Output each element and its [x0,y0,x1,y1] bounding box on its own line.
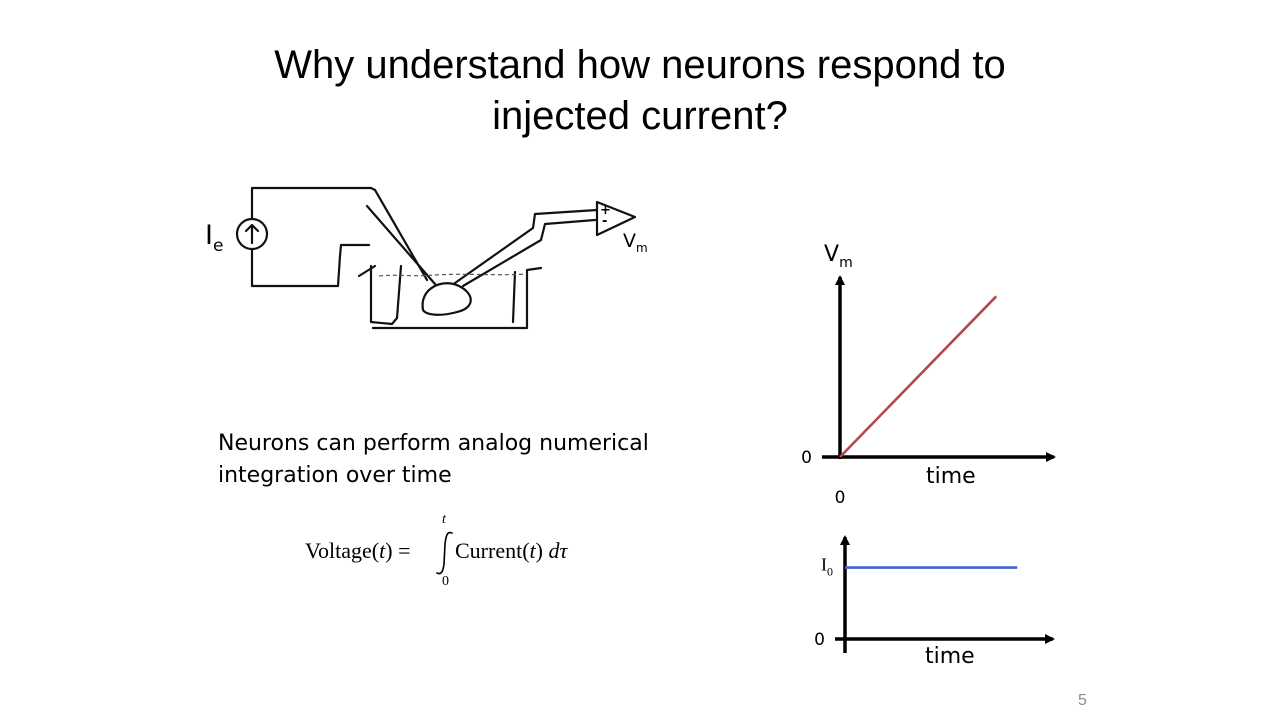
dish-bottom [371,266,543,330]
statement-line-2: integration over time [218,463,452,488]
integration-statement: Neurons can perform analog numerical int… [218,428,738,492]
page-number: 5 [1078,692,1087,709]
electrode-setup-diagram: Ie Vm + - [195,180,665,360]
current-level-label: I0 [821,555,833,579]
neuron-cell [421,282,472,316]
voltage-time-chart: Vm time 0 0 [780,225,1070,515]
integral-equation: Voltage(t) = t 0 Current(t) dτ [305,512,605,596]
injected-current-label: Ie [205,220,224,256]
x-tick-label: 0 [835,488,846,508]
current-source-circle [235,217,269,251]
dish-right-wall [511,270,517,324]
membrane-voltage-label: Vm [623,230,648,255]
statement-line-1: Neurons can perform analog numerical [218,431,649,456]
amplifier-minus-sign: - [602,214,608,229]
title-line-2: injected current? [492,94,788,138]
y-tick-label: 0 [814,630,825,650]
current-chart-svg: I0 0 time [814,535,1055,669]
equation-rhs: Current(t) dτ [455,538,568,563]
bath-surface [378,273,528,277]
voltage-ramp-line [839,295,998,458]
dish-left-lip [357,264,377,278]
source-wire-top [250,186,377,220]
y-axis-label: Vm [824,242,853,271]
integral-upper-limit: t [442,512,446,527]
current-time-chart: I0 0 time [780,525,1070,675]
amplifier-plus-sign: + [600,203,611,218]
equation-lhs: Voltage(t) = [305,538,411,563]
amplifier-triangle [595,200,637,237]
x-axis-label: time [926,464,976,489]
dish-left-wall [369,264,403,326]
left-pipette-inner [365,204,437,286]
right-pipette-inner [461,218,597,288]
slide-title: Why understand how neurons respond to in… [140,40,1140,142]
x-axis-label: time [925,644,975,669]
current-source-arrow [244,223,260,245]
integral-lower-limit: 0 [442,574,449,589]
y-tick-label: 0 [801,448,812,468]
title-line-1: Why understand how neurons respond to [274,43,1006,87]
integral-sign [436,531,453,575]
source-wire-bottom [250,243,371,288]
setup-sketch [235,186,637,330]
voltage-chart-svg: Vm time 0 0 [801,242,1056,508]
right-pipette-outer [453,208,599,285]
